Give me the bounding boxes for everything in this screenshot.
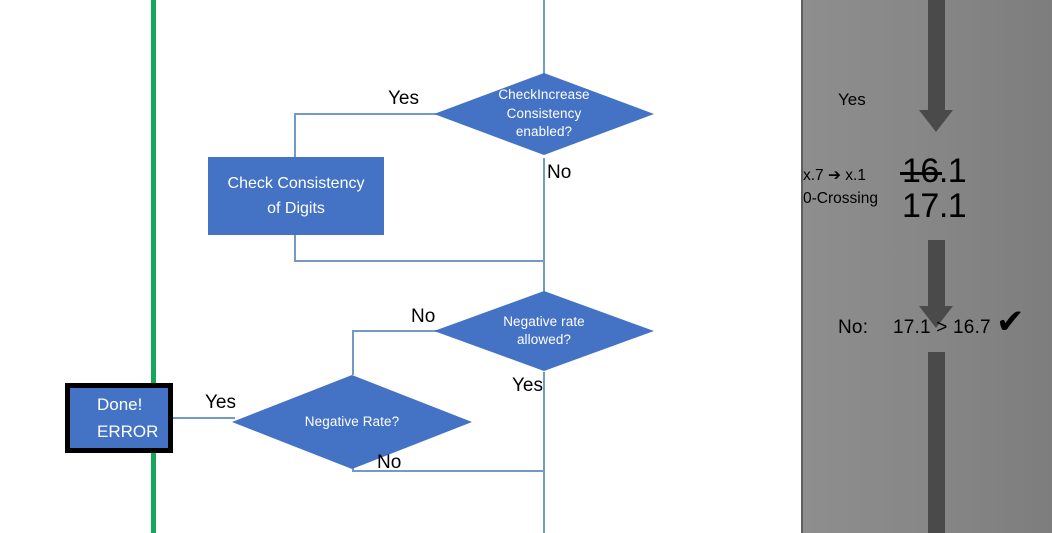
decision-label-line1: Negative Rate? bbox=[304, 413, 400, 429]
decision-label-line1: Negative rate bbox=[503, 313, 585, 329]
terminal-label-line2: ERROR bbox=[97, 422, 159, 441]
process-label-line2: of Digits bbox=[267, 200, 325, 217]
down-arrow-head-1 bbox=[919, 110, 953, 132]
connector-decision3-yes-to-done bbox=[173, 417, 235, 419]
connector-no-down-to-decision3 bbox=[352, 330, 354, 375]
connector-bottom-exit bbox=[543, 471, 545, 533]
green-divider-line bbox=[151, 0, 156, 533]
annotation-panel: Yes x.7 ➔ x.1 0-Crossing 16.1 17.1 No: 1… bbox=[801, 0, 1052, 533]
panel-yes-label: Yes bbox=[838, 90, 866, 109]
panel-rule-line2: 0-Crossing bbox=[803, 190, 878, 207]
connector-yes-down-to-box bbox=[294, 113, 296, 158]
panel-value-struck-wrap: 16.1 bbox=[899, 152, 967, 191]
connector-decision2-yes-down bbox=[543, 372, 545, 471]
edge-label-decision2-no: No bbox=[411, 306, 436, 327]
decision-negative-rate-allowed[interactable]: Negative rate allowed? bbox=[434, 291, 654, 371]
terminal-done-error[interactable]: Done! ERROR bbox=[65, 383, 173, 453]
edge-label-decision3-yes: Yes bbox=[205, 392, 236, 413]
panel-result-comparison: 17.1 > 16.7 bbox=[893, 317, 991, 338]
edge-label-decision1-no: No bbox=[547, 162, 572, 183]
decision-label: CheckIncrease Consistency enabled? bbox=[434, 73, 654, 155]
edge-label-decision2-yes: Yes bbox=[512, 375, 543, 396]
connector-to-decision2 bbox=[543, 262, 545, 304]
terminal-label-line1: Done! bbox=[97, 395, 143, 414]
edge-label-decision1-yes: Yes bbox=[388, 88, 419, 109]
connector-box-down bbox=[294, 234, 296, 262]
panel-value-struck: 16.1 bbox=[899, 152, 967, 190]
connector-decision3-no-right bbox=[352, 470, 544, 472]
process-label-line1: Check Consistency bbox=[227, 175, 365, 192]
connector-top-to-decision1 bbox=[543, 0, 545, 88]
down-arrow-shaft-2 bbox=[928, 240, 945, 312]
connector-decision1-yes-left bbox=[294, 113, 442, 115]
panel-rule-line1: x.7 ➔ x.1 bbox=[803, 167, 866, 184]
decision-label-line3: enabled? bbox=[515, 124, 573, 140]
decision-check-increase-consistency[interactable]: CheckIncrease Consistency enabled? bbox=[434, 73, 654, 155]
decision-label: Negative rate allowed? bbox=[434, 291, 654, 371]
decision-label-line2: Consistency bbox=[506, 105, 582, 121]
edge-label-decision3-no: No bbox=[377, 452, 402, 473]
connector-decision2-no-left bbox=[352, 330, 442, 332]
decision-label: Negative Rate? bbox=[232, 375, 472, 469]
process-check-consistency-of-digits[interactable]: Check Consistency of Digits bbox=[208, 157, 384, 235]
connector-box-back-to-main bbox=[294, 260, 544, 262]
down-arrow-head-2 bbox=[919, 306, 953, 328]
checkmark-icon: ✔ bbox=[996, 302, 1025, 342]
panel-result-prefix: No: bbox=[838, 317, 869, 338]
down-arrow-shaft-1 bbox=[928, 0, 945, 110]
decision-label-line1: CheckIncrease bbox=[498, 87, 590, 103]
down-arrow-shaft-3 bbox=[928, 352, 945, 533]
decision-label-line2: allowed? bbox=[516, 332, 572, 347]
decision-negative-rate[interactable]: Negative Rate? bbox=[232, 375, 472, 469]
panel-value-kept: 17.1 bbox=[902, 187, 967, 225]
connector-decision1-no-down bbox=[543, 158, 545, 262]
